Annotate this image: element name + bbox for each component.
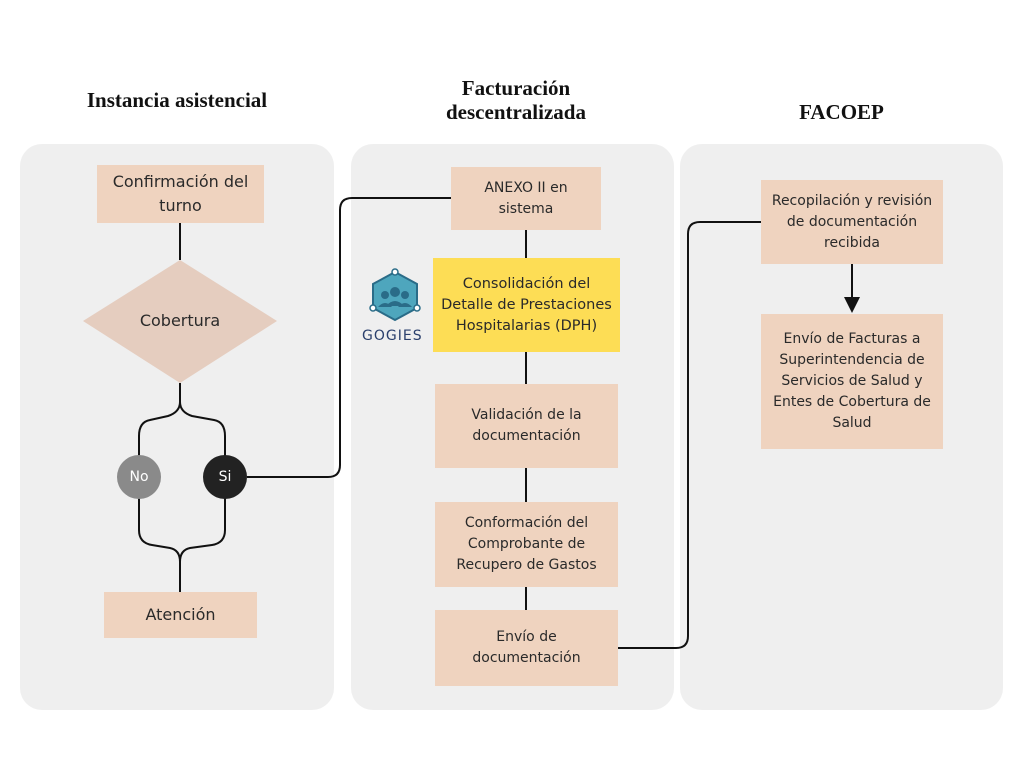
node-recopilacion-revision: Recopilación y revisión de documentación…	[761, 180, 943, 264]
connector-envio-recopilacion	[618, 221, 761, 649]
connector-si-anexo	[247, 197, 451, 478]
node-atencion: Atención	[104, 592, 257, 638]
node-anexo-ii: ANEXO II en sistema	[451, 167, 601, 230]
node-validacion-documentacion: Validación de la documentación	[435, 384, 618, 468]
column-title-facturacion: Facturación descentralizada	[446, 76, 586, 124]
node-conformacion-comprobante: Conformación del Comprobante de Recupero…	[435, 502, 618, 587]
node-cobertura-label: Cobertura	[139, 311, 221, 330]
connector-cobertura-split	[138, 383, 226, 456]
column-title-instancia: Instancia asistencial	[86, 88, 268, 112]
node-envio-facturas: Envío de Facturas a Superintendencia de …	[761, 314, 943, 449]
node-consolidacion-dph: Consolidación del Detalle de Prestacione…	[433, 258, 620, 352]
gogies-logo-text: GOGIES	[362, 328, 423, 344]
people-group-icon	[369, 268, 421, 322]
decision-si-circle: Si	[203, 455, 247, 499]
node-confirmacion-turno: Confirmación del turno	[97, 165, 264, 223]
column-title-facoep: FACOEP	[799, 100, 884, 124]
decision-no-circle: No	[117, 455, 161, 499]
node-envio-documentacion: Envío de documentación	[435, 610, 618, 686]
gogies-logo: GOGIES	[360, 268, 430, 348]
connector-merge-atencion	[138, 498, 226, 592]
cobertura-diamond-shape	[83, 260, 277, 383]
